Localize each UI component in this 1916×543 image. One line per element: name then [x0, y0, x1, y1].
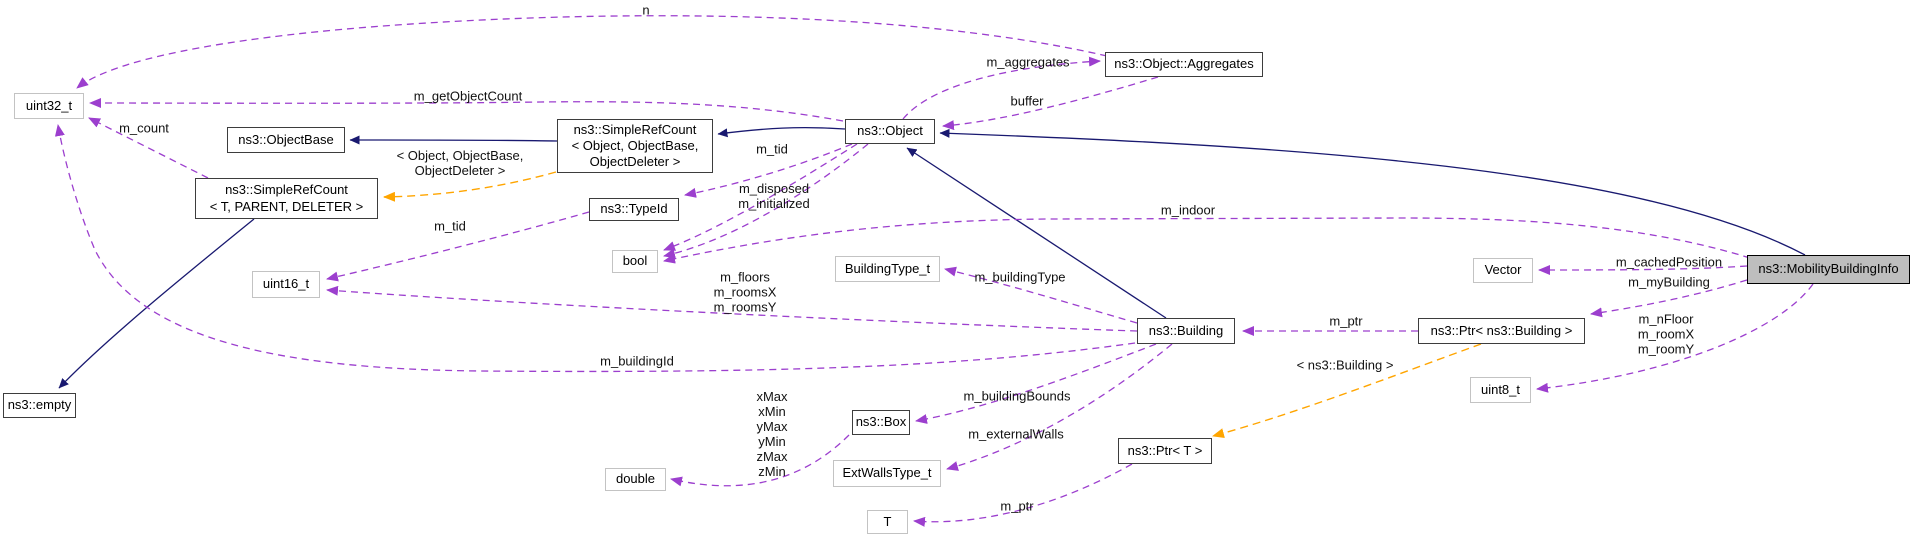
edge-label-buffer: buffer: [1010, 93, 1044, 109]
edge-member-tid-typeid: [326, 211, 590, 282]
node-box[interactable]: ns3::Box: [852, 410, 910, 435]
node-label: BuildingType_t: [844, 260, 931, 276]
node-vector: Vector: [1473, 258, 1533, 283]
node-label: ns3::SimpleRefCount < Object, ObjectBase…: [571, 121, 699, 170]
edge-inherit-srcobj-objectbase: [349, 135, 558, 145]
edge-member-buffer: [942, 76, 1159, 131]
node-label: ns3::Ptr< T >: [1127, 442, 1203, 458]
edge-member-count: [88, 117, 209, 179]
node-object[interactable]: ns3::Object: [845, 119, 935, 144]
edge-member-nfloor: [1536, 283, 1814, 393]
node-label: T: [883, 513, 892, 529]
node-ptr-t[interactable]: ns3::Ptr< T >: [1118, 438, 1212, 464]
node-simplerefcount-template[interactable]: ns3::SimpleRefCount < T, PARENT, DELETER…: [195, 178, 378, 219]
edge-label-m-tid-typeid: m_tid: [434, 218, 466, 234]
edge-member-tid-object: [684, 143, 853, 198]
edge-label-m-tid-object: m_tid: [756, 141, 788, 157]
node-label: ns3::MobilityBuildingInfo: [1758, 261, 1899, 277]
edge-label-m-floors-rooms: m_floors m_roomsX m_roomsY: [713, 269, 777, 315]
node-mobilitybuildinginfo: ns3::MobilityBuildingInfo: [1747, 255, 1910, 284]
edge-inherit-mbi-object: [939, 128, 1806, 256]
edge-member-indoor: [663, 217, 1751, 264]
node-label: double: [615, 471, 656, 487]
node-ptr-building[interactable]: ns3::Ptr< ns3::Building >: [1418, 318, 1585, 344]
node-label: bool: [622, 253, 648, 269]
node-t: T: [867, 510, 908, 534]
edge-inherit-building-object: [906, 147, 1167, 319]
edge-label-template-building: < ns3::Building >: [1296, 357, 1394, 373]
edge-member-floors: [326, 285, 1138, 332]
edge-label-m-mybuilding: m_myBuilding: [1628, 274, 1710, 290]
edge-member-cachedposition: [1538, 264, 1748, 275]
edge-label-m-cachedposition: m_cachedPosition: [1615, 254, 1723, 270]
node-buildingtype-t: BuildingType_t: [835, 256, 940, 282]
node-simplerefcount-object[interactable]: ns3::SimpleRefCount < Object, ObjectBase…: [557, 119, 713, 173]
edge-member-buildingid: [54, 124, 1136, 373]
edge-label-m-indoor: m_indoor: [1160, 202, 1216, 218]
edge-label-m-disposed-initialized: m_disposed m_initialized: [738, 180, 810, 211]
edge-inherit-srctpl-empty: [58, 218, 255, 389]
node-label: ns3::Object::Aggregates: [1114, 56, 1254, 72]
node-label: uint32_t: [25, 97, 73, 113]
node-label: ns3::SimpleRefCount < T, PARENT, DELETER…: [209, 182, 364, 214]
edge-label-m-ptr-building: m_ptr: [1329, 313, 1363, 329]
edge-label-m-externalwalls: m_externalWalls: [968, 426, 1064, 442]
node-label: Vector: [1484, 262, 1522, 278]
edge-label-m-aggregates: m_aggregates: [986, 54, 1070, 70]
node-label: uint8_t: [1480, 381, 1521, 397]
node-double: double: [605, 468, 666, 491]
edge-member-buildingbounds: [915, 343, 1157, 424]
edge-template-ptr: [1212, 343, 1482, 438]
edge-member-mybuilding: [1590, 279, 1748, 318]
edge-member-getobjectcount: [89, 98, 844, 122]
edge-label-m-buildingbounds: m_buildingBounds: [963, 388, 1071, 404]
node-uint8-t: uint8_t: [1470, 377, 1531, 403]
edge-label-m-count: m_count: [119, 120, 169, 136]
node-typeid[interactable]: ns3::TypeId: [589, 198, 679, 221]
node-label: ns3::Ptr< ns3::Building >: [1430, 322, 1573, 338]
node-uint16-t: uint16_t: [252, 271, 320, 298]
edge-label-m-buildingtype: m_buildingType: [974, 269, 1066, 285]
edge-label-n: n: [642, 2, 650, 18]
edge-member-externalwalls: [946, 343, 1173, 471]
edge-inherit-object-srcobj: [717, 126, 846, 138]
node-objectbase[interactable]: ns3::ObjectBase: [227, 127, 345, 153]
node-label: ns3::Box: [855, 414, 907, 430]
node-label: ns3::TypeId: [600, 201, 668, 217]
node-label: ns3::Object: [857, 123, 923, 139]
edge-member-disposed: [663, 143, 858, 251]
node-uint32-t: uint32_t: [14, 93, 84, 119]
node-label: ns3::Building: [1148, 322, 1224, 338]
edge-member-buildingtype: [944, 266, 1138, 324]
edge-template-simplerefcount: [383, 171, 557, 202]
node-label: uint16_t: [262, 276, 310, 292]
edge-member-initialized: [663, 143, 869, 259]
node-object-aggregates[interactable]: ns3::Object::Aggregates: [1105, 52, 1263, 77]
edge-label-m-nfloor-room: m_nFloor m_roomX m_roomY: [1637, 311, 1695, 357]
node-label: ExtWallsType_t: [842, 465, 932, 481]
edge-member-n: [76, 15, 1108, 89]
edge-label-m-getobjectcount: m_getObjectCount: [413, 88, 523, 104]
node-bool: bool: [612, 250, 658, 273]
edge-label-box-bounds-fields: xMax xMin yMax yMin zMax zMin: [756, 388, 788, 480]
node-empty[interactable]: ns3::empty: [3, 393, 76, 418]
edge-member-ptr-t: [913, 463, 1133, 527]
node-label: ns3::empty: [7, 397, 72, 413]
node-extwallstype-t: ExtWallsType_t: [833, 460, 941, 487]
edge-label-template-object: < Object, ObjectBase, ObjectDeleter >: [396, 147, 524, 178]
edge-member-boxfields: [670, 434, 850, 487]
edge-member-aggregates: [902, 56, 1101, 120]
edge-label-m-ptr-t: m_ptr: [1000, 498, 1034, 514]
edge-label-m-buildingid: m_buildingId: [600, 353, 674, 369]
node-building[interactable]: ns3::Building: [1137, 318, 1235, 344]
node-label: ns3::ObjectBase: [238, 131, 334, 147]
